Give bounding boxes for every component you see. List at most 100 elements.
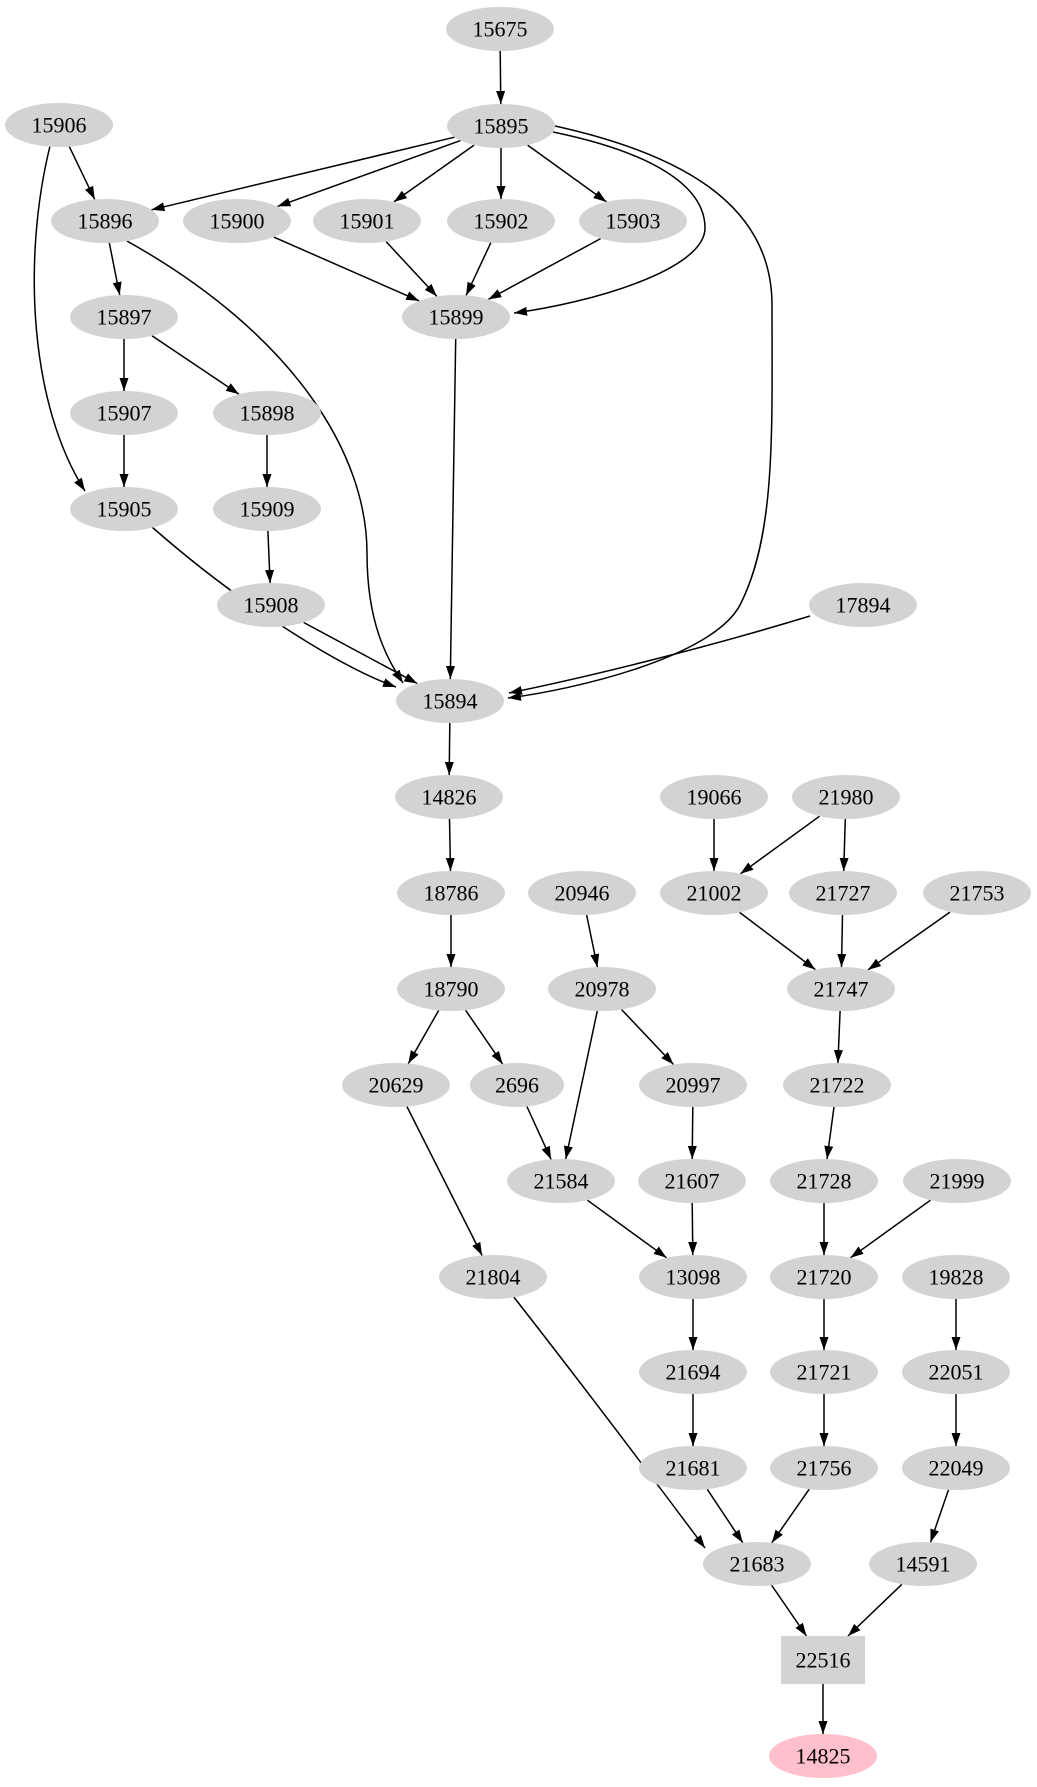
edge-15895-15903 bbox=[527, 144, 607, 203]
edge-21002-21747 bbox=[739, 911, 816, 971]
edge-21753-21747 bbox=[867, 911, 951, 971]
node-ellipse-19828 bbox=[902, 1255, 1010, 1299]
edge-21980-21727 bbox=[839, 818, 849, 872]
node-label-21584: 21584 bbox=[534, 1169, 589, 1194]
node-label-21694: 21694 bbox=[666, 1360, 721, 1385]
graph-node-2696: 2696 bbox=[470, 1063, 564, 1107]
graph-node-21727: 21727 bbox=[789, 871, 897, 915]
graph-node-15909: 15909 bbox=[213, 487, 321, 531]
edge-20997-21607 bbox=[687, 1106, 697, 1160]
node-label-15895: 15895 bbox=[474, 114, 529, 139]
node-label-21722: 21722 bbox=[810, 1073, 865, 1098]
graph-node-18786: 18786 bbox=[397, 871, 505, 915]
node-ellipse-21584 bbox=[507, 1159, 615, 1203]
node-ellipse-15897 bbox=[70, 295, 178, 339]
node-label-21728: 21728 bbox=[797, 1169, 852, 1194]
node-label-21002: 21002 bbox=[687, 881, 742, 906]
node-label-21721: 21721 bbox=[797, 1360, 852, 1385]
graph-node-15675: 15675 bbox=[446, 7, 554, 51]
node-ellipse-21607 bbox=[638, 1159, 746, 1203]
graph-node-15899: 15899 bbox=[402, 295, 510, 339]
node-ellipse-21728 bbox=[770, 1159, 878, 1203]
node-ellipse-21980 bbox=[792, 775, 900, 819]
edge-21584-13098 bbox=[586, 1199, 668, 1259]
node-ellipse-18786 bbox=[397, 871, 505, 915]
graph-node-19066: 19066 bbox=[660, 775, 768, 819]
edge-15895-15900 bbox=[277, 139, 461, 208]
node-ellipse-21756 bbox=[770, 1446, 878, 1490]
node-label-21753: 21753 bbox=[950, 881, 1005, 906]
node-label-22049: 22049 bbox=[929, 1456, 984, 1481]
node-ellipse-14591 bbox=[869, 1542, 977, 1586]
node-label-18786: 18786 bbox=[424, 881, 479, 906]
node-ellipse-21804 bbox=[439, 1255, 547, 1299]
graph-node-21722: 21722 bbox=[783, 1063, 891, 1107]
edge-21747-21722 bbox=[833, 1010, 843, 1064]
node-label-21804: 21804 bbox=[466, 1265, 521, 1290]
edge-22049-14591 bbox=[929, 1489, 950, 1543]
graph-node-21721: 21721 bbox=[770, 1350, 878, 1394]
node-ellipse-22051 bbox=[902, 1350, 1010, 1394]
edge-15895-15894 bbox=[507, 125, 773, 701]
node-ellipse-15899 bbox=[402, 295, 510, 339]
graph-node-21980: 21980 bbox=[792, 775, 900, 819]
edge-15897-15898 bbox=[151, 335, 240, 395]
node-ellipse-21002 bbox=[660, 871, 768, 915]
node-label-21681: 21681 bbox=[666, 1456, 721, 1481]
graph-node-21720: 21720 bbox=[770, 1255, 878, 1299]
edge-21727-21747 bbox=[837, 914, 847, 968]
edge-20978-20997 bbox=[620, 1008, 675, 1066]
edge-21804-21683 bbox=[512, 1295, 706, 1549]
node-ellipse-13098 bbox=[639, 1255, 747, 1299]
graph-node-21584: 21584 bbox=[507, 1159, 615, 1203]
node-ellipse-15901 bbox=[313, 199, 421, 243]
node-label-2696: 2696 bbox=[495, 1073, 539, 1098]
edge-20629-21804 bbox=[406, 1106, 483, 1256]
graph-node-21999: 21999 bbox=[903, 1159, 1011, 1203]
edge-15899-15894 bbox=[446, 338, 457, 680]
graph-node-21804: 21804 bbox=[439, 1255, 547, 1299]
node-ellipse-15900 bbox=[183, 199, 291, 243]
graph-node-21694: 21694 bbox=[639, 1350, 747, 1394]
node-ellipse-15675 bbox=[446, 7, 554, 51]
node-label-14591: 14591 bbox=[896, 1552, 951, 1577]
node-label-17894: 17894 bbox=[836, 593, 891, 618]
edge-15895-15899 bbox=[513, 131, 706, 316]
edge-14826-18786 bbox=[445, 818, 455, 872]
graph-node-13098: 13098 bbox=[639, 1255, 747, 1299]
node-label-20946: 20946 bbox=[555, 881, 610, 906]
edge-21722-21728 bbox=[824, 1106, 835, 1160]
node-label-20978: 20978 bbox=[575, 977, 630, 1002]
edge-21607-13098 bbox=[688, 1202, 698, 1256]
node-ellipse-15902 bbox=[447, 199, 555, 243]
node-label-21980: 21980 bbox=[819, 785, 874, 810]
graph-node-18790: 18790 bbox=[397, 967, 505, 1011]
node-ellipse-21721 bbox=[770, 1350, 878, 1394]
graph-node-14591: 14591 bbox=[869, 1542, 977, 1586]
graph-node-20997: 20997 bbox=[639, 1063, 747, 1107]
node-ellipse-21683 bbox=[703, 1542, 811, 1586]
edge-15895-15896 bbox=[151, 136, 455, 212]
node-ellipse-20629 bbox=[342, 1063, 450, 1107]
graph-node-17894: 17894 bbox=[809, 583, 917, 627]
node-label-15906: 15906 bbox=[32, 113, 87, 138]
edge-18790-2696 bbox=[464, 1009, 504, 1065]
edge-21999-21720 bbox=[850, 1199, 931, 1259]
node-label-15899: 15899 bbox=[429, 305, 484, 330]
graph-node-15908: 15908 bbox=[217, 583, 325, 627]
graph-node-15895: 15895 bbox=[447, 104, 555, 148]
node-label-20997: 20997 bbox=[666, 1073, 721, 1098]
edge-17894-15894 bbox=[508, 615, 811, 695]
node-label-15909: 15909 bbox=[240, 497, 295, 522]
node-ellipse-2696 bbox=[470, 1063, 564, 1107]
node-ellipse-15908 bbox=[217, 583, 325, 627]
node-label-15897: 15897 bbox=[97, 305, 152, 330]
graph-node-15906: 15906 bbox=[5, 103, 113, 147]
edge-15906-15896 bbox=[68, 146, 96, 200]
node-ellipse-21681 bbox=[639, 1446, 747, 1490]
node-label-13098: 13098 bbox=[666, 1265, 721, 1290]
node-ellipse-21753 bbox=[923, 871, 1031, 915]
edge-21683-22516 bbox=[770, 1584, 808, 1637]
node-label-21683: 21683 bbox=[730, 1552, 785, 1577]
node-label-15903: 15903 bbox=[606, 209, 661, 234]
